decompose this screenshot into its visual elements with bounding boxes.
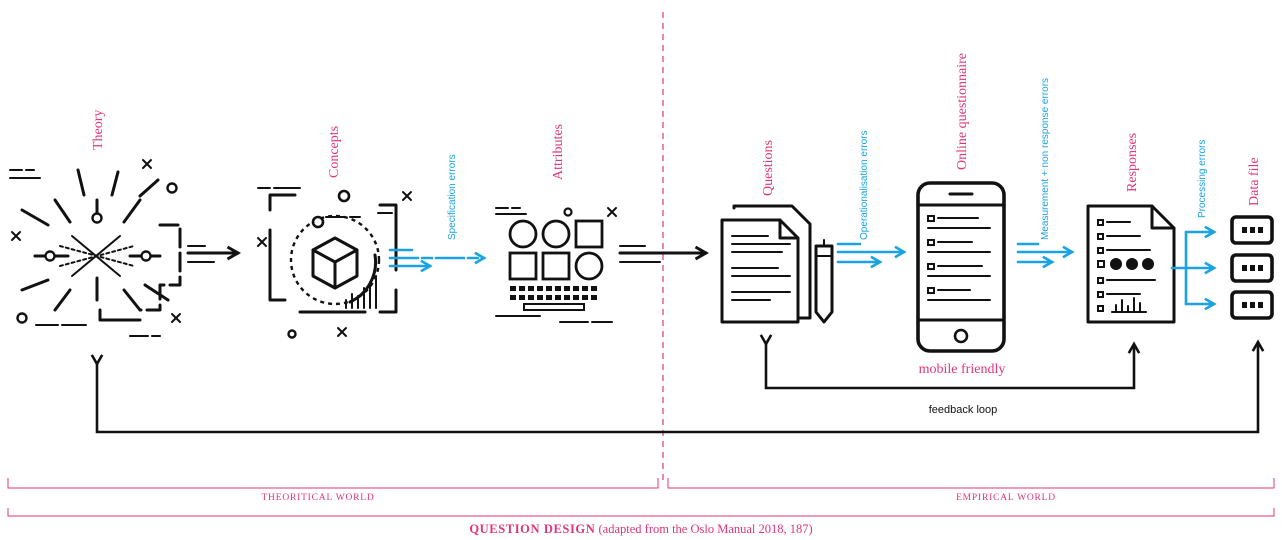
concepts-icon [257, 187, 412, 339]
arrow-theory-to-concepts [186, 245, 242, 263]
label-data-file: Data file [1247, 157, 1262, 206]
label-mobile-friendly: mobile friendly [919, 362, 1006, 377]
caption-title: QUESTION DESIGN [469, 522, 595, 536]
label-online-questionnaire: Online questionnaire [955, 53, 970, 170]
arrow-responses-to-datafile [1170, 225, 1217, 311]
feedback-loop-outer [90, 339, 1265, 434]
arrow-attributes-to-questions [618, 245, 710, 263]
label-questions: Questions [761, 140, 776, 196]
phone-icon [916, 181, 1006, 353]
bracket-theoretical-world [7, 478, 659, 489]
attributes-icon [495, 207, 617, 323]
label-empirical-world: EMPIRICAL WORLD [956, 493, 1056, 503]
feedback-loop-label: feedback loop [929, 404, 998, 416]
label-responses: Responses [1125, 133, 1140, 192]
bracket-question-design [7, 508, 1275, 517]
label-measurement-errors: Measurement + non response errors [1040, 78, 1051, 240]
data-file-icon [1230, 215, 1274, 320]
arrow-concepts-to-attributes [388, 248, 487, 273]
label-processing-errors: Processing errors [1197, 140, 1208, 218]
label-theoretical-world: THEORITICAL WORLD [261, 493, 374, 503]
label-concepts: Concepts [327, 126, 342, 178]
arrow-online-to-responses [1016, 242, 1075, 269]
label-specification-errors: Specification errors [447, 154, 458, 240]
label-theory: Theory [91, 110, 106, 150]
label-attributes: Attributes [551, 124, 566, 180]
responses-icon [1086, 204, 1176, 324]
caption-source: (adapted from the Oslo Manual 2018, 187) [595, 522, 812, 536]
theory-icon [9, 159, 182, 337]
label-operationalisation-errors: Operationalisation errors [859, 131, 870, 241]
caption: QUESTION DESIGN (adapted from the Oslo M… [469, 522, 812, 536]
bracket-empirical-world [667, 478, 1275, 489]
arrow-questions-to-online [836, 242, 907, 269]
questions-icon [720, 204, 834, 324]
